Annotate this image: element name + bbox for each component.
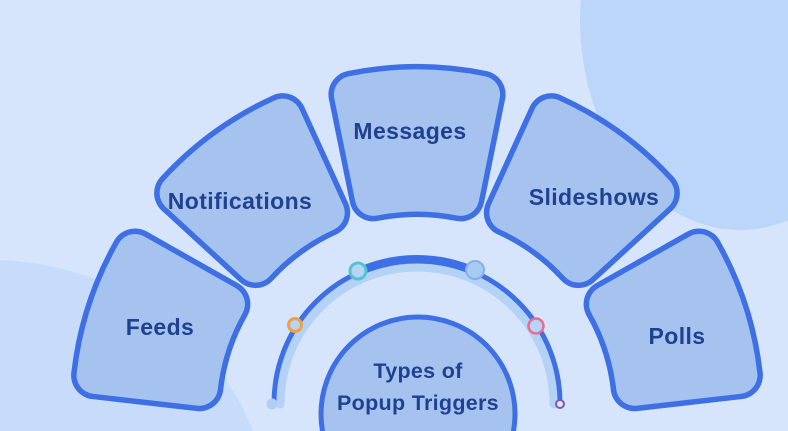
segment-label-slideshows: Slideshows [529, 184, 660, 210]
arc-pink-ring-marker [527, 317, 545, 335]
center-title-line2: Popup Triggers [337, 391, 499, 415]
segment-label-notifications: Notifications [168, 188, 312, 214]
segment-label-feeds: Feeds [126, 314, 194, 340]
progress-arc-highlight [353, 255, 481, 277]
arc-blue-dot-marker [465, 260, 485, 280]
arc-end-ring [555, 399, 565, 409]
center-circle [318, 314, 518, 431]
segment-label-messages: Messages [353, 118, 466, 144]
segment-label-polls: Polls [649, 323, 706, 349]
progress-arc-light [275, 262, 559, 409]
arc-orange-ring-marker [287, 317, 303, 333]
arc-teal-ring-marker [348, 261, 368, 281]
center-title-line1: Types of [373, 359, 463, 383]
arc-start-dot [266, 398, 278, 410]
